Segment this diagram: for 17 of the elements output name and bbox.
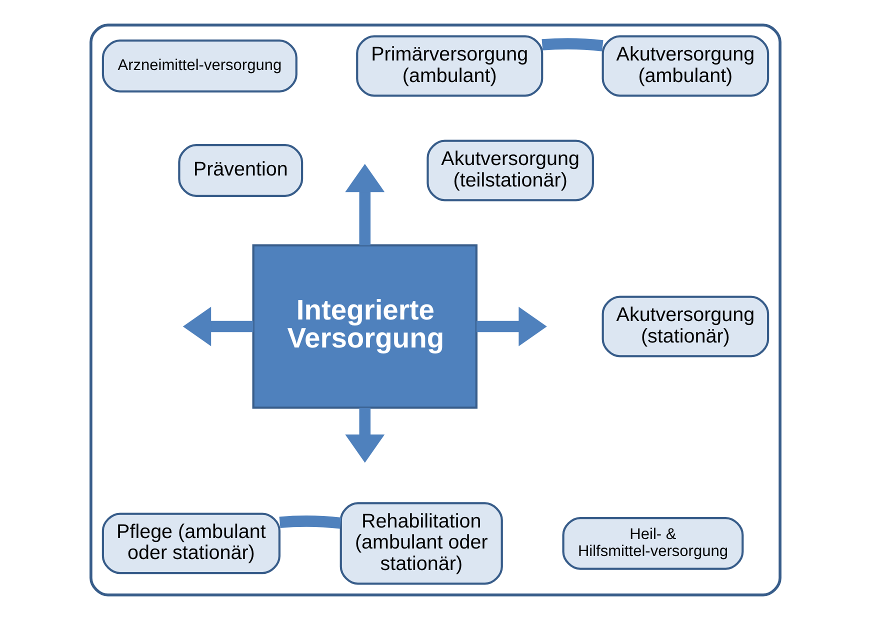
node-box: Akutversorgung (teilstationär)	[426, 140, 594, 202]
arrow	[182, 306, 253, 346]
arrow	[344, 408, 384, 463]
arrow	[344, 164, 384, 246]
node-box: Integrierte Versorgung	[252, 244, 477, 409]
node-box: Akutversorgung (stationär)	[601, 296, 769, 358]
node-box: Prävention	[178, 144, 303, 197]
node-box: Primärversorgung (ambulant)	[356, 35, 543, 97]
arrow	[476, 306, 546, 346]
node-box: Akutversorgung (ambulant)	[601, 35, 769, 97]
node-box: Pflege (ambulant oder stationär)	[101, 512, 280, 574]
node-box: Arzneimittel-versorgung	[101, 40, 297, 92]
node-box: Rehabilitation (ambulant oder stationär)	[339, 502, 502, 585]
node-box: Heil- & Hilfsmittel-versorgung	[562, 516, 744, 570]
cluster	[89, 24, 781, 596]
connector	[278, 516, 341, 529]
connector	[541, 38, 603, 52]
